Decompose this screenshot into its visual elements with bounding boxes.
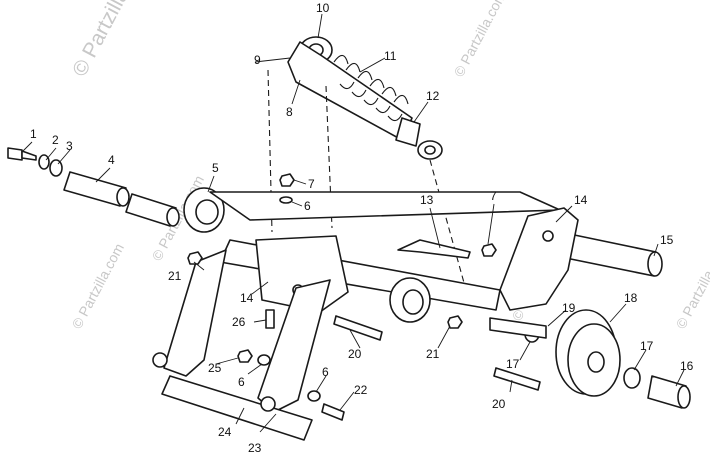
rear-bracket-14 <box>499 207 579 311</box>
callout-16: 16 <box>680 359 694 373</box>
arm-hole-right <box>260 396 276 412</box>
nut-7b <box>481 243 497 257</box>
callout-14-right: 14 <box>574 193 588 207</box>
spacer-tube-4b <box>125 193 177 227</box>
shock-bottom-eye-bore <box>424 145 436 155</box>
bolt-20a <box>333 315 383 341</box>
front-arm-23 <box>257 279 331 413</box>
upper-bar <box>209 191 561 221</box>
nut-21b <box>447 315 463 329</box>
callout-17-left: 17 <box>506 357 520 371</box>
nut-7a <box>279 173 295 187</box>
watermark-left: © Partzilla.com <box>69 241 127 332</box>
callout-2: 2 <box>52 133 59 147</box>
callout-4: 4 <box>108 153 115 167</box>
spacer-tube-4-end <box>116 187 130 207</box>
shock-absorber <box>287 36 443 160</box>
spacer-tube-4b-end <box>166 207 180 227</box>
callout-12: 12 <box>426 89 440 103</box>
nut-25 <box>237 349 253 363</box>
callout-7-left: 7 <box>308 177 315 191</box>
front-arms <box>152 249 331 441</box>
washer-2 <box>38 154 50 170</box>
callout-24: 24 <box>218 425 232 439</box>
callout-22: 22 <box>354 383 368 397</box>
washer-3 <box>49 159 63 177</box>
bolt-22 <box>321 403 345 421</box>
front-bolt-stack <box>7 147 180 227</box>
callout-20-left: 20 <box>348 347 362 361</box>
callout-11: 11 <box>384 49 397 63</box>
callout-3: 3 <box>66 139 73 153</box>
leader-lines <box>21 13 685 433</box>
callout-10: 10 <box>316 1 330 15</box>
watermark-main: © Partzilla.com <box>68 0 155 80</box>
idler-wheel-18 <box>555 309 621 397</box>
callout-14-center: 14 <box>240 291 254 305</box>
callout-6-low: 6 <box>322 365 329 379</box>
rear-shaft-15-end <box>647 251 663 277</box>
callout-7-right: 7 <box>490 189 497 203</box>
nut-21a <box>187 251 203 265</box>
callout-25: 25 <box>208 361 222 375</box>
callout-18: 18 <box>624 291 638 305</box>
callout-23: 23 <box>248 441 262 455</box>
bolt-1-shaft <box>21 150 37 161</box>
watermark-far-right: © Partzilla.com <box>673 241 710 332</box>
bolt-26 <box>265 309 275 329</box>
callout-21-right: 21 <box>426 347 440 361</box>
callout-8: 8 <box>286 105 293 119</box>
callout-9: 9 <box>254 53 261 67</box>
axle-19 <box>489 317 547 339</box>
idler-wheel-hub <box>587 351 605 373</box>
callout-15: 15 <box>660 233 674 247</box>
callout-21-left: 21 <box>168 269 182 283</box>
washer-6a <box>279 196 293 204</box>
front-arm-24 <box>163 249 227 377</box>
callout-5: 5 <box>212 161 219 175</box>
spring-rod-13 <box>397 239 471 259</box>
washer-6b <box>257 354 271 366</box>
spacer-16-end <box>677 385 691 409</box>
callout-17-right: 17 <box>640 339 654 353</box>
watermark-top-right: © Partzilla.com <box>451 0 509 79</box>
pivot-drum-5-bore <box>195 199 219 225</box>
callout-20-right: 20 <box>492 397 506 411</box>
rear-bracket-hole <box>542 230 554 242</box>
rear-drum-bore <box>402 289 424 315</box>
callout-6-mid: 6 <box>238 375 245 389</box>
callout-19: 19 <box>562 301 576 315</box>
callout-1: 1 <box>30 127 37 141</box>
callout-6-top: 6 <box>304 199 311 213</box>
washer-6c <box>307 390 321 402</box>
upper-arm-assembly <box>183 187 663 323</box>
shock-spring <box>333 54 409 122</box>
arm-hole-left <box>152 352 168 368</box>
bolt-20b <box>493 367 541 391</box>
mount-line-3 <box>429 159 467 291</box>
mount-line-2 <box>325 85 333 229</box>
bolt-1 <box>7 147 23 161</box>
washer-17b <box>623 367 641 389</box>
callout-26: 26 <box>232 315 246 329</box>
shock-body <box>287 41 413 141</box>
callout-13: 13 <box>420 193 434 207</box>
callout-labels: 1 2 3 4 5 6 6 6 7 7 8 9 10 11 12 13 14 1… <box>30 1 694 455</box>
spacer-tube-4 <box>63 171 127 207</box>
